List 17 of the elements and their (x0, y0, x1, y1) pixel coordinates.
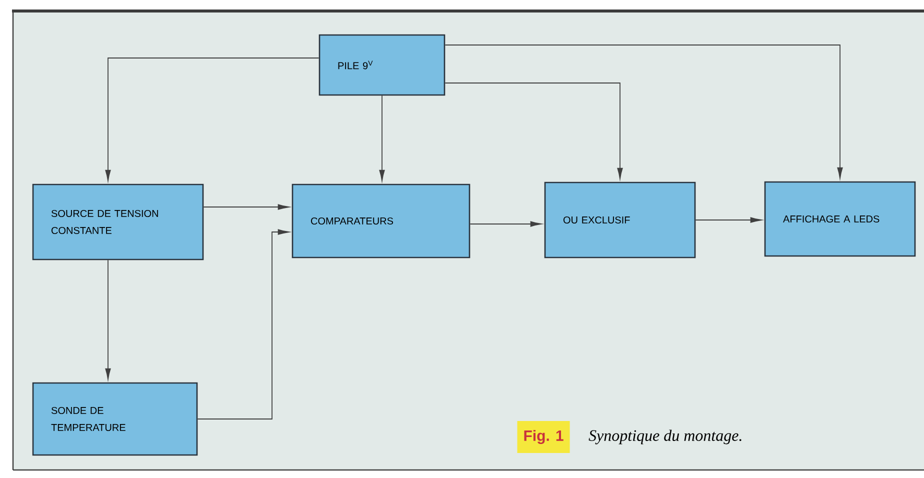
block-box: AFFICHAGE A LEDS (764, 181, 916, 257)
arrow (379, 95, 385, 182)
arrow (470, 221, 542, 227)
arrow (203, 204, 290, 210)
figure-number: Fig. 1 (517, 421, 570, 453)
caption: Synoptique du montage. (588, 430, 742, 444)
arrow (695, 217, 762, 223)
arrow (444, 82, 623, 180)
block-box: OU EXCLUSIF (544, 182, 696, 258)
block-box: SONDE DE TEMPERATURE (32, 382, 198, 456)
arrow (197, 229, 290, 420)
arrow (105, 58, 320, 182)
block-box: COMPARATEURS (292, 184, 470, 258)
block-box: SOURCE DE TENSION CONSTANTE (32, 184, 204, 260)
arrow (444, 44, 843, 179)
arrow (105, 260, 111, 380)
block-box: PILE 9$^{V}$ (318, 34, 446, 96)
